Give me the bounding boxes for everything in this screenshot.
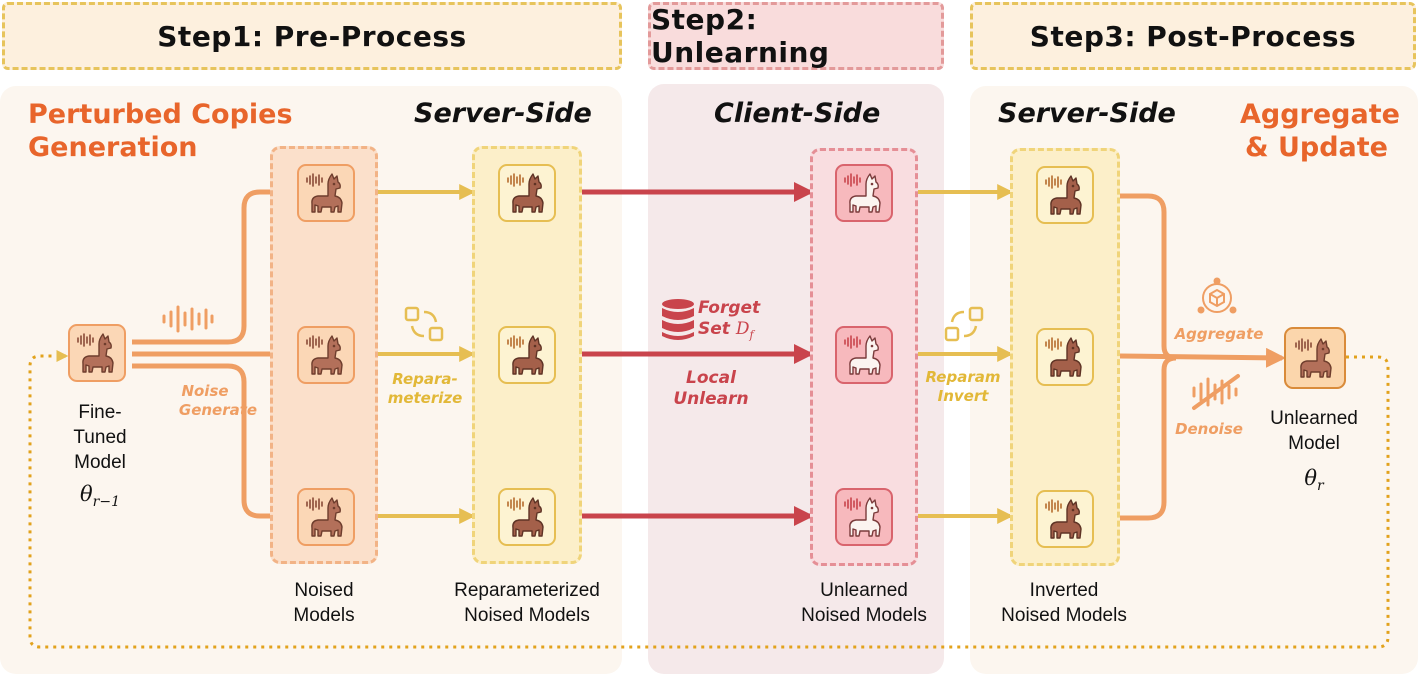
forget-line2-wrap: Set Df [698,319,778,345]
feedback-loop-line [28,350,1390,649]
branch-bottom [132,363,298,526]
waveform-crossed-icon [1192,374,1240,410]
noised-line1: Noised [294,580,354,601]
llama-icon [306,335,343,375]
inverted-cap-line1: Inverted [1029,580,1099,601]
llama-icon [77,333,114,373]
swap-arrows-icon-invert [944,306,984,342]
forget-sub: f [749,328,754,342]
llama-icon [1045,337,1082,377]
reparameterize-label: Repara- meterize [370,370,480,408]
final-theta-symbol: θ [1304,466,1317,490]
noised-models-caption: Noised Models [254,578,394,628]
aggregate-heading: Aggregate & Update [1240,98,1400,164]
reparam-line1: Repara- [392,370,458,388]
llama-icon [844,335,881,375]
aggregate-heading-line2: & Update [1245,132,1388,163]
reparam-model-2 [498,326,556,384]
server-side-right-title: Server-Side [998,98,1176,129]
final-line2: Model [1288,433,1340,454]
aggregate-network-icon [1197,277,1237,314]
merge-bottom [1120,355,1177,521]
unlearned-model-2 [835,326,893,384]
server-side-left-title: Server-Side [414,98,592,129]
source-theta-symbol: θ [80,482,93,506]
source-line1: Fine- [78,402,122,423]
aggregate-heading-line1: Aggregate [1240,99,1400,130]
perturbed-heading-line2: Generation [28,132,198,163]
local-line2: Unlearn [673,389,749,409]
forget-math: D [735,319,750,339]
source-theta-sub: r−1 [92,494,120,511]
branch-top [132,182,298,345]
llama-icon [306,497,343,537]
llama-icon [1045,175,1082,215]
llama-icon [507,173,544,213]
final-model-label: Unlearned Model [1254,406,1374,456]
merge-middle [1119,347,1286,368]
unlearned-models-caption: Unlearned Noised Models [784,578,944,628]
local-line1: Local [686,368,736,388]
step1-header: Step1: Pre-Process [2,2,622,70]
reparam-models-caption: Reparameterized Noised Models [432,578,622,628]
noised-model-2 [297,326,355,384]
source-theta: θr−1 [60,482,140,510]
reparam-model-3 [498,488,556,546]
llama-icon [1295,338,1332,378]
source-line2: Tuned [73,427,127,448]
llama-icon [507,497,544,537]
llama-icon [507,335,544,375]
unlearned-cap-line2: Noised Models [801,605,927,626]
aggregate-label: Aggregate [1174,325,1264,343]
noise-line2: Generate [178,401,258,419]
perturbed-heading-line1: Perturbed Copies [28,99,293,130]
waveform-icon [162,305,214,333]
noised-model-3 [297,488,355,546]
inverted-model-3 [1036,490,1094,548]
forget-set-label: Forget Set Df [698,298,778,345]
noise-generate-label: Noise Generate [150,382,260,420]
llama-icon [1045,499,1082,539]
inverted-cap-line2: Noised Models [1001,605,1127,626]
source-line3: Model [74,452,126,473]
client-side-title: Client-Side [714,98,881,129]
inverted-model-2 [1036,328,1094,386]
final-line1: Unlearned [1270,408,1358,429]
source-model-tile [68,324,126,382]
local-unlearn-label: Local Unlearn [656,368,766,410]
reparam-invert-label: Reparam Invert [908,368,1018,406]
invert-line2: Invert [937,387,989,405]
unlearned-model-3 [835,488,893,546]
forget-line1: Forget [698,298,761,318]
reparam-line2: meterize [387,389,463,407]
denoise-label: Denoise [1175,420,1243,438]
forget-line2: Set [698,319,730,339]
unlearned-cap-line1: Unlearned [820,580,908,601]
llama-icon [306,173,343,213]
swap-arrows-icon [404,306,444,342]
reparam-model-1 [498,164,556,222]
noised-model-1 [297,164,355,222]
reparam-cap-line2: Noised Models [464,605,590,626]
reparam-cap-line1: Reparameterized [454,580,600,601]
noise-line1: Noise [181,382,229,400]
noised-line2: Models [293,605,355,626]
step3-header: Step3: Post-Process [970,2,1416,70]
final-model-tile [1284,327,1346,389]
perturbed-heading: Perturbed Copies Generation [28,98,293,164]
step2-header: Step2: Unlearning [648,2,944,70]
inverted-model-1 [1036,166,1094,224]
database-icon [662,299,694,340]
final-theta-sub: r [1316,478,1324,495]
unlearned-model-1 [835,164,893,222]
inverted-models-caption: Inverted Noised Models [984,578,1144,628]
llama-icon [844,497,881,537]
llama-icon [844,173,881,213]
source-model-label: Fine- Tuned Model [60,400,140,475]
final-theta: θr [1274,466,1354,494]
invert-line1: Reparam [925,368,1001,386]
